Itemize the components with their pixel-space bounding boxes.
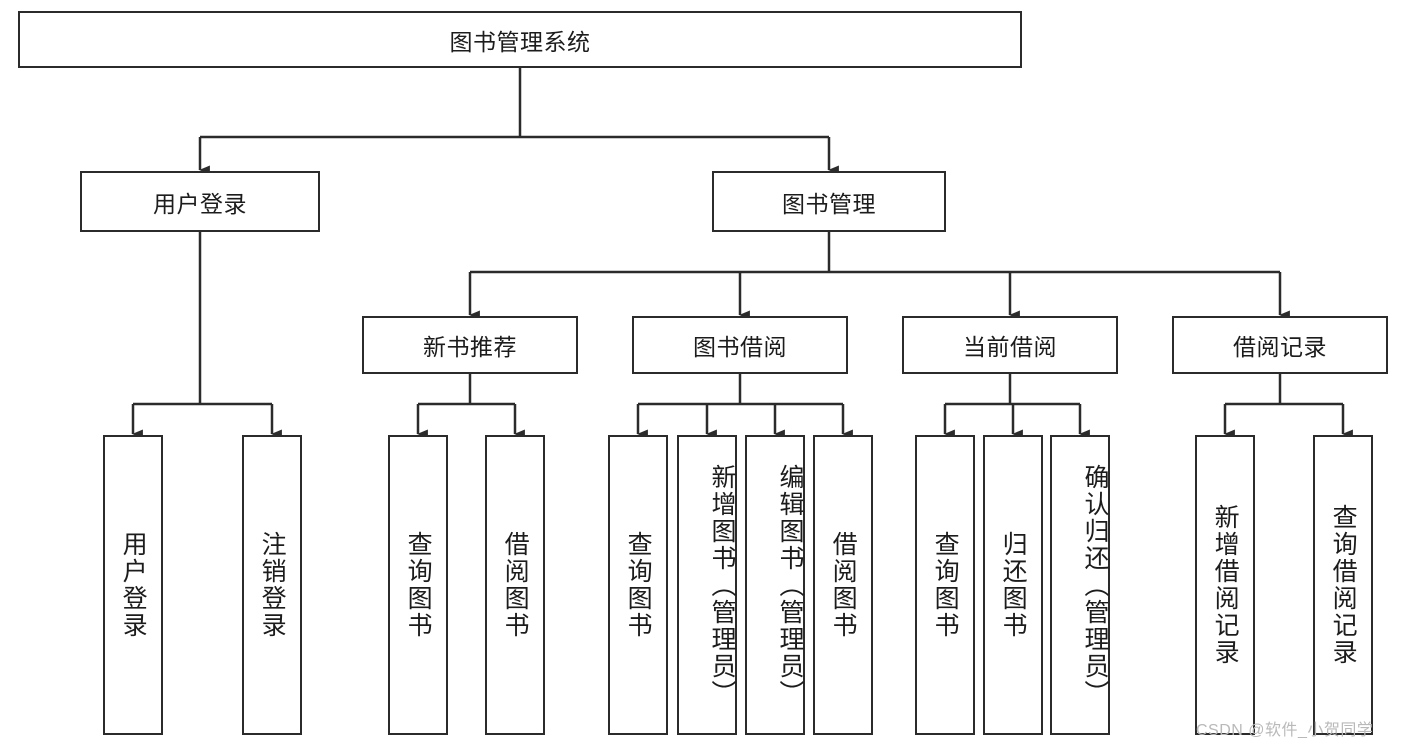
node-user-login[interactable]: 用户登录 xyxy=(80,171,320,232)
csdn-watermark: CSDN @软件_小贺同学 xyxy=(1196,722,1374,739)
node-label: 查询图书 xyxy=(931,531,960,639)
node-label: 确认归还（管理员） xyxy=(1081,463,1109,707)
node-label: 新增借阅记录 xyxy=(1211,504,1240,666)
node-leaf-query-book-2[interactable]: 查询图书 xyxy=(608,435,668,735)
node-leaf-query-record[interactable]: 查询借阅记录 xyxy=(1313,435,1373,735)
node-leaf-borrow-book-1[interactable]: 借阅图书 xyxy=(485,435,545,735)
node-label: 借阅记录 xyxy=(1233,334,1327,360)
node-label: 图书借阅 xyxy=(693,334,787,360)
node-leaf-confirm-return[interactable]: 确认归还（管理员） xyxy=(1050,435,1110,735)
node-label: 查询图书 xyxy=(624,531,653,639)
node-leaf-edit-book[interactable]: 编辑图书（管理员） xyxy=(745,435,805,735)
node-label: 用户登录 xyxy=(153,190,247,217)
node-label: 编辑图书（管理员） xyxy=(776,463,804,707)
node-label: 图书管理系统 xyxy=(449,28,591,55)
node-label: 当前借阅 xyxy=(963,334,1057,360)
node-label: 新书推荐 xyxy=(423,334,517,360)
node-new-book-recommend[interactable]: 新书推荐 xyxy=(362,316,578,374)
node-root[interactable]: 图书管理系统 xyxy=(18,11,1022,68)
node-leaf-return-book[interactable]: 归还图书 xyxy=(983,435,1043,735)
node-book-manage[interactable]: 图书管理 xyxy=(712,171,946,232)
node-label: 借阅图书 xyxy=(829,531,858,639)
node-label: 注销登录 xyxy=(258,531,287,639)
node-label: 用户登录 xyxy=(119,531,148,639)
node-leaf-borrow-book-2[interactable]: 借阅图书 xyxy=(813,435,873,735)
node-label: 图书管理 xyxy=(782,190,876,217)
node-leaf-user-login[interactable]: 用户登录 xyxy=(103,435,163,735)
node-label: 新增图书（管理员） xyxy=(708,463,736,707)
node-leaf-logout[interactable]: 注销登录 xyxy=(242,435,302,735)
node-leaf-add-record[interactable]: 新增借阅记录 xyxy=(1195,435,1255,735)
node-book-borrow[interactable]: 图书借阅 xyxy=(632,316,848,374)
node-leaf-query-book-1[interactable]: 查询图书 xyxy=(388,435,448,735)
node-label: 归还图书 xyxy=(999,531,1028,639)
node-label: 查询借阅记录 xyxy=(1329,504,1358,666)
node-label: 查询图书 xyxy=(404,531,433,639)
node-current-borrow[interactable]: 当前借阅 xyxy=(902,316,1118,374)
node-borrow-record[interactable]: 借阅记录 xyxy=(1172,316,1388,374)
node-leaf-query-book-3[interactable]: 查询图书 xyxy=(915,435,975,735)
node-label: 借阅图书 xyxy=(501,531,530,639)
node-leaf-add-book[interactable]: 新增图书（管理员） xyxy=(677,435,737,735)
